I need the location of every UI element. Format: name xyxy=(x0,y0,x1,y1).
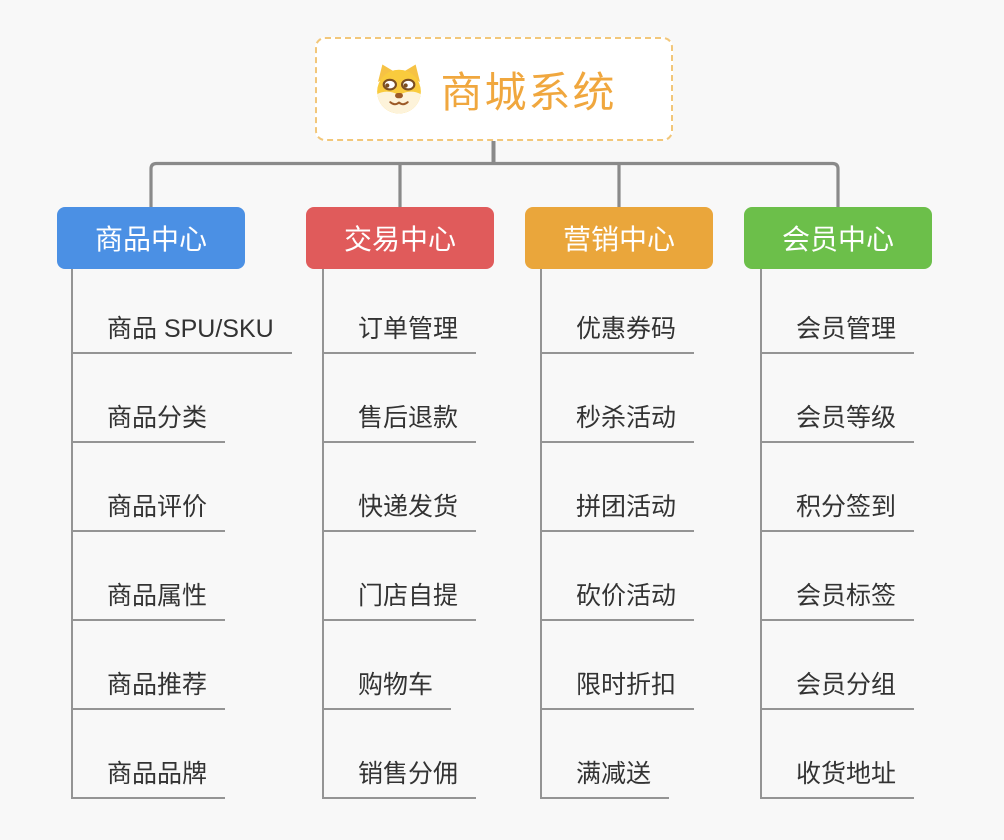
leaf-label: 快递发货 xyxy=(324,487,477,532)
leaf-node[interactable]: 销售分佣 xyxy=(324,710,477,799)
leaf-node[interactable]: 会员管理 xyxy=(762,269,915,354)
doge-dog-icon xyxy=(377,64,422,114)
leaf-label: 秒杀活动 xyxy=(542,398,695,443)
leaf-label: 商品分类 xyxy=(73,398,226,443)
leaf-node[interactable]: 限时折扣 xyxy=(542,621,695,710)
leaf-node[interactable]: 商品推荐 xyxy=(73,621,226,710)
leaf-label: 收货地址 xyxy=(762,754,915,799)
branch-node-member-center[interactable]: 会员中心 xyxy=(744,207,932,269)
leaf-label: 限时折扣 xyxy=(542,665,695,710)
leaf-label: 商品评价 xyxy=(73,487,226,532)
leaf-label: 商品品牌 xyxy=(73,754,226,799)
leaf-label: 积分签到 xyxy=(762,487,915,532)
branch-node-product-center[interactable]: 商品中心 xyxy=(57,207,245,269)
leaf-node[interactable]: 商品品牌 xyxy=(73,710,226,799)
leaf-label: 商品 SPU/SKU xyxy=(73,309,292,354)
leaf-node[interactable]: 商品评价 xyxy=(73,443,226,532)
leaf-node[interactable]: 商品分类 xyxy=(73,354,226,443)
leaf-node[interactable]: 优惠券码 xyxy=(542,269,695,354)
leaf-label: 商品推荐 xyxy=(73,665,226,710)
leaf-node[interactable]: 满减送 xyxy=(542,710,670,799)
branch-items-marketing-center: 优惠券码 秒杀活动 拼团活动 砍价活动 限时折扣 满减送 xyxy=(540,269,695,799)
branch-items-product-center: 商品 SPU/SKU 商品分类 商品评价 商品属性 商品推荐 商品品牌 xyxy=(71,269,292,799)
leaf-node[interactable]: 会员标签 xyxy=(762,532,915,621)
branch-node-marketing-center[interactable]: 营销中心 xyxy=(525,207,713,269)
leaf-label: 门店自提 xyxy=(324,576,477,621)
leaf-node[interactable]: 会员分组 xyxy=(762,621,915,710)
leaf-label: 售后退款 xyxy=(324,398,477,443)
leaf-node[interactable]: 积分签到 xyxy=(762,443,915,532)
leaf-node[interactable]: 会员等级 xyxy=(762,354,915,443)
branch-items-member-center: 会员管理 会员等级 积分签到 会员标签 会员分组 收货地址 xyxy=(760,269,915,799)
leaf-node[interactable]: 秒杀活动 xyxy=(542,354,695,443)
leaf-label: 会员管理 xyxy=(762,309,915,354)
leaf-label: 优惠券码 xyxy=(542,309,695,354)
leaf-node[interactable]: 砍价活动 xyxy=(542,532,695,621)
leaf-label: 订单管理 xyxy=(324,309,477,354)
root-title: 商城系统 xyxy=(440,68,617,116)
leaf-node[interactable]: 购物车 xyxy=(324,621,452,710)
leaf-label: 购物车 xyxy=(324,665,452,710)
leaf-node[interactable]: 商品属性 xyxy=(73,532,226,621)
leaf-label: 拼团活动 xyxy=(542,487,695,532)
leaf-label: 商品属性 xyxy=(73,576,226,621)
leaf-node[interactable]: 售后退款 xyxy=(324,354,477,443)
leaf-node[interactable]: 订单管理 xyxy=(324,269,477,354)
leaf-node[interactable]: 门店自提 xyxy=(324,532,477,621)
leaf-node[interactable]: 快递发货 xyxy=(324,443,477,532)
leaf-label: 会员等级 xyxy=(762,398,915,443)
root-node[interactable]: 商城系统 xyxy=(315,37,673,141)
leaf-label: 会员分组 xyxy=(762,665,915,710)
leaf-node[interactable]: 拼团活动 xyxy=(542,443,695,532)
leaf-node[interactable]: 商品 SPU/SKU xyxy=(73,269,292,354)
branch-items-trade-center: 订单管理 售后退款 快递发货 门店自提 购物车 销售分佣 xyxy=(322,269,477,799)
leaf-node[interactable]: 收货地址 xyxy=(762,710,915,799)
leaf-label: 满减送 xyxy=(542,754,670,799)
branch-node-trade-center[interactable]: 交易中心 xyxy=(306,207,494,269)
leaf-label: 会员标签 xyxy=(762,576,915,621)
leaf-label: 砍价活动 xyxy=(542,576,695,621)
leaf-label: 销售分佣 xyxy=(324,754,477,799)
